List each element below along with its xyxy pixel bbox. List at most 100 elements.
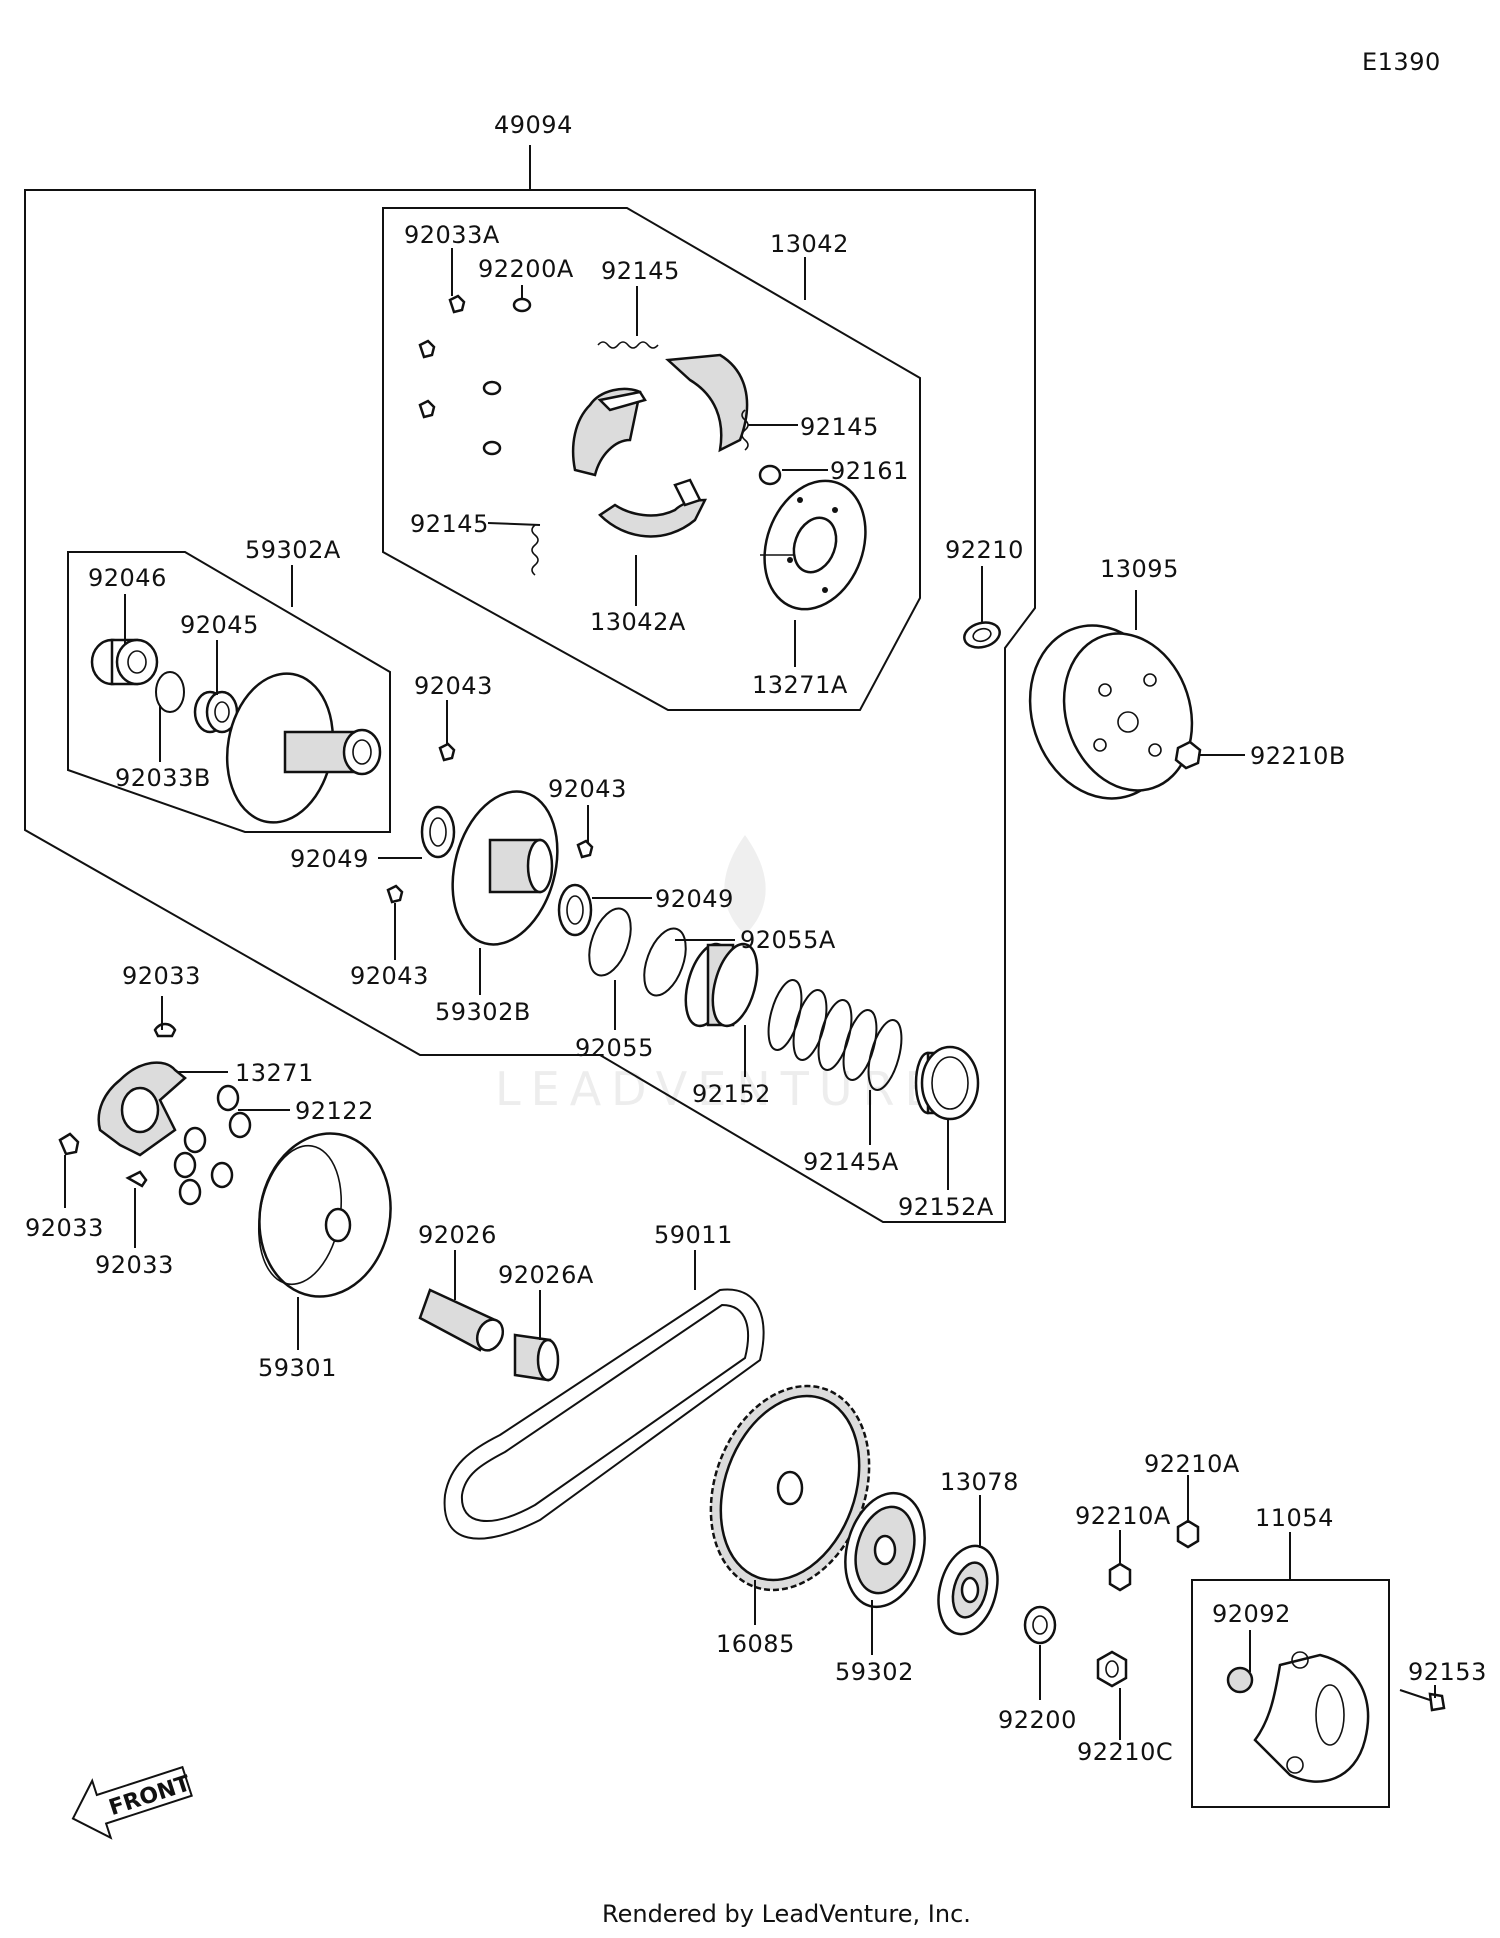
label-92210A-top: 92210A	[1144, 1450, 1240, 1478]
part-92145A-spring[interactable]	[762, 977, 908, 1094]
label-49094: 49094	[494, 111, 573, 139]
label-92026: 92026	[418, 1221, 497, 1249]
label-92033A: 92033A	[404, 221, 500, 249]
part-92210A-nut-top[interactable]	[1176, 1519, 1200, 1549]
watermark-text: LEADVENTURE	[495, 1062, 944, 1116]
part-59302-fan-pulley[interactable]	[833, 1484, 936, 1616]
part-92161-collar[interactable]	[758, 464, 782, 486]
label-92043-b: 92043	[548, 775, 627, 803]
part-92026-collar[interactable]	[418, 1288, 508, 1355]
part-59302A-driven-pulley-fixed[interactable]	[216, 665, 382, 831]
assembly-49094-outline	[24, 189, 1036, 1223]
label-92145-right: 92145	[800, 413, 879, 441]
label-92145-top: 92145	[601, 257, 680, 285]
part-92145-spring-top[interactable]	[597, 341, 659, 349]
assembly-13042-outline	[382, 207, 921, 711]
label-59302: 59302	[835, 1658, 914, 1686]
label-92046: 92046	[88, 564, 167, 592]
label-92033-top: 92033	[122, 962, 201, 990]
part-13042-shoe-left[interactable]	[571, 387, 647, 477]
label-59301: 59301	[258, 1354, 337, 1382]
part-92152-collar[interactable]	[678, 939, 765, 1030]
label-92055: 92055	[575, 1034, 654, 1062]
part-92026A-collar[interactable]	[513, 1333, 560, 1382]
label-92049-left: 92049	[290, 845, 369, 873]
part-92033-clip-top[interactable]	[153, 1022, 177, 1038]
label-92033-bottom: 92033	[95, 1251, 174, 1279]
part-labels: 49094 13042 92033A 92200A 92145 92145 92…	[25, 111, 1487, 1766]
part-92122-rollers[interactable]	[173, 1084, 252, 1206]
label-92043-a: 92043	[414, 672, 493, 700]
part-92210B-nut[interactable]	[1174, 740, 1202, 770]
label-92200: 92200	[998, 1706, 1077, 1734]
part-11054-bracket[interactable]	[1253, 1651, 1370, 1783]
part-13042A-shoe-bottom[interactable]	[598, 478, 708, 538]
part-92210A-nut-mid[interactable]	[1108, 1562, 1132, 1592]
part-13271-ramp-plate[interactable]	[97, 1061, 187, 1157]
label-92092: 92092	[1212, 1600, 1291, 1628]
part-13078-ratchet[interactable]	[929, 1539, 1006, 1640]
footer-credit: Rendered by LeadVenture, Inc.	[602, 1900, 971, 1928]
label-13042A: 13042A	[590, 608, 686, 636]
watermark: LEADVENTURE	[495, 835, 944, 1116]
label-59302B: 59302B	[435, 998, 531, 1026]
part-92092-collar[interactable]	[1226, 1666, 1254, 1694]
label-92152: 92152	[692, 1080, 771, 1108]
part-92210C-nut[interactable]	[1096, 1650, 1128, 1688]
part-13095-clutch-housing[interactable]	[1008, 607, 1211, 818]
diagram-id: E1390	[1362, 48, 1441, 76]
label-16085: 16085	[716, 1630, 795, 1658]
label-11054: 11054	[1255, 1504, 1334, 1532]
part-16085-drive-face[interactable]	[684, 1364, 897, 1613]
label-92049-right: 92049	[655, 885, 734, 913]
part-92153-bolt[interactable]	[1399, 1689, 1446, 1712]
part-59301-movable-drive-face[interactable]	[247, 1123, 404, 1307]
part-92033-clip-left[interactable]	[58, 1132, 80, 1156]
label-92033B: 92033B	[115, 764, 211, 792]
part-59011-drive-belt[interactable]	[443, 1288, 765, 1540]
part-92055-o-ring[interactable]	[581, 903, 639, 981]
label-92153: 92153	[1408, 1658, 1487, 1686]
part-92200A-washers[interactable]	[482, 297, 532, 456]
part-92145-spring-left[interactable]	[531, 524, 539, 576]
label-13271A: 13271A	[752, 671, 848, 699]
label-92045: 92045	[180, 611, 259, 639]
assembly-59302A-outline	[67, 551, 391, 833]
part-92045-bearing[interactable]	[193, 690, 239, 734]
label-13095: 13095	[1100, 555, 1179, 583]
label-92145-left: 92145	[410, 510, 489, 538]
part-92033-clip-bottom[interactable]	[125, 1170, 148, 1188]
label-92055A: 92055A	[740, 926, 836, 954]
label-92033-left: 92033	[25, 1214, 104, 1242]
part-92210-nut[interactable]	[962, 619, 1003, 651]
label-13078: 13078	[940, 1468, 1019, 1496]
label-92210: 92210	[945, 536, 1024, 564]
label-92200A: 92200A	[478, 255, 574, 283]
part-92152A-collar[interactable]	[914, 1045, 980, 1121]
label-13271: 13271	[235, 1059, 314, 1087]
label-92210C: 92210C	[1077, 1738, 1173, 1766]
label-92145A: 92145A	[803, 1148, 899, 1176]
label-92026A: 92026A	[498, 1261, 594, 1289]
part-92200-washer[interactable]	[1023, 1605, 1057, 1645]
part-92049-oil-seal-left[interactable]	[420, 805, 456, 859]
part-92033A-pins[interactable]	[418, 294, 466, 419]
label-92161: 92161	[830, 457, 909, 485]
part-13271A-drive-plate[interactable]	[747, 467, 882, 624]
part-92046-bearing[interactable]	[90, 638, 159, 686]
label-92043-c: 92043	[350, 962, 429, 990]
label-59011: 59011	[654, 1221, 733, 1249]
part-92033B-circlip[interactable]	[155, 671, 185, 713]
part-92055A-o-ring[interactable]	[636, 923, 694, 1001]
part-92049-oil-seal-right[interactable]	[557, 883, 593, 937]
label-92210B: 92210B	[1250, 742, 1346, 770]
part-92043-pins[interactable]	[386, 742, 594, 904]
label-92152A: 92152A	[898, 1193, 994, 1221]
label-59302A: 59302A	[245, 536, 341, 564]
front-direction-arrow: FRONT	[71, 1765, 194, 1840]
label-92122: 92122	[295, 1097, 374, 1125]
part-92145-spring-right[interactable]	[741, 409, 749, 451]
part-13042-shoe-right[interactable]	[665, 353, 749, 453]
part-59302B-driven-pulley-movable[interactable]	[437, 780, 574, 957]
